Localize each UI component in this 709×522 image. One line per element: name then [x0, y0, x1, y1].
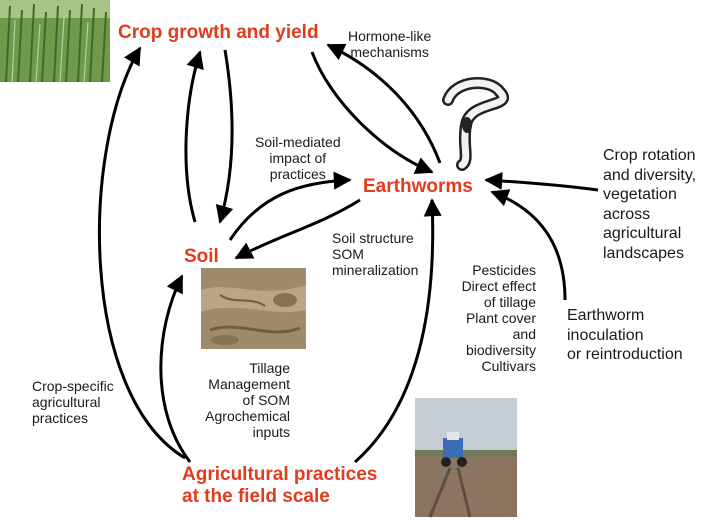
earthworm-drawing	[442, 77, 509, 171]
node-soil: Soil	[184, 246, 219, 267]
label-soil-mediated: Soil-mediated impact of practices	[255, 134, 341, 182]
arrow-practices-to-earthworms	[354, 198, 442, 464]
soil-photo	[201, 268, 306, 349]
label-crop-rotation: Crop rotation and diversity, vegetation …	[603, 147, 697, 262]
arrow-earthworms-to-soil	[234, 198, 361, 260]
arrow-crop-to-soil	[215, 49, 234, 224]
arrow-soil-to-earthworms	[228, 171, 352, 241]
label-pesticides: Pesticides Direct effect of tillage Plan…	[461, 262, 536, 374]
arrow-practices-to-soil	[159, 274, 192, 463]
arrow-earthworms-to-crop	[326, 43, 442, 164]
crop-photo	[0, 0, 110, 83]
label-soil-structure: Soil structure SOM mineralization	[332, 230, 419, 278]
label-earthworm-inoculation: Earthworm inoculation or reintroduction	[567, 307, 683, 363]
node-crop-growth: Crop growth and yield	[118, 22, 319, 43]
arrow-inoculation-to-earthworms	[490, 189, 567, 301]
label-tillage: Tillage Management of SOM Agrochemical i…	[205, 360, 290, 440]
arrow-practices-to-crop	[97, 46, 186, 460]
node-agricultural-practices: Agricultural practices at the field scal…	[182, 464, 378, 507]
label-crop-specific: Crop-specific agricultural practices	[32, 378, 114, 426]
arrow-rotation-to-earthworms	[484, 171, 599, 192]
label-hormone-like: Hormone-like mechanisms	[348, 28, 432, 60]
arrow-crop-to-earthworms	[310, 51, 434, 174]
node-earthworms: Earthworms	[363, 176, 473, 197]
arrow-soil-to-crop	[184, 50, 204, 223]
tractor-photo	[415, 398, 517, 518]
